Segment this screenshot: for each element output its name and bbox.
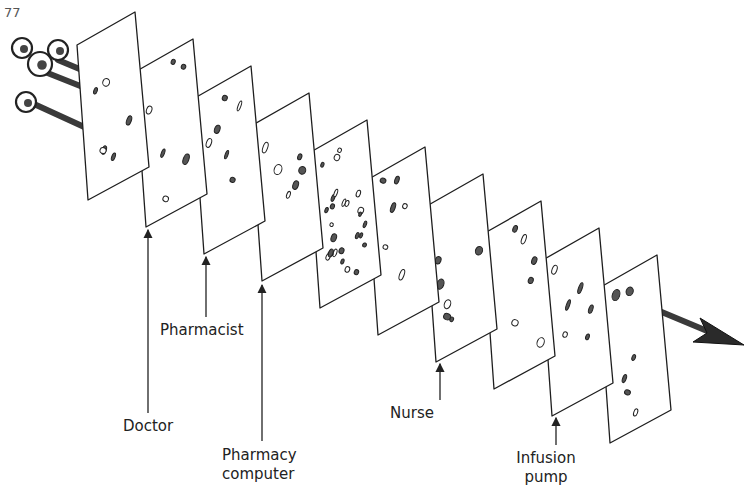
leader-arrow bbox=[261, 285, 262, 441]
leader-arrow bbox=[147, 230, 148, 413]
leader-lines bbox=[148, 230, 556, 445]
leader-arrow bbox=[439, 364, 440, 400]
leader-arrow bbox=[205, 257, 206, 317]
hazard-ball bbox=[16, 92, 36, 112]
actor-label: Nurse bbox=[390, 404, 434, 423]
actor-label: Pharmacist bbox=[160, 321, 244, 340]
hazard-ball bbox=[48, 40, 68, 60]
hazard-ball bbox=[28, 52, 52, 76]
hazard-ball bbox=[12, 38, 32, 58]
actor-label: Doctor bbox=[123, 417, 173, 436]
cheese-slices bbox=[77, 12, 671, 443]
accident-arrowhead bbox=[693, 318, 744, 345]
actor-label: Infusion pump bbox=[506, 449, 586, 486]
page-number: 77 bbox=[4, 3, 21, 22]
actor-label: Pharmacy computer bbox=[222, 446, 308, 484]
leader-arrow bbox=[555, 418, 556, 445]
cheese-slice bbox=[77, 12, 149, 200]
